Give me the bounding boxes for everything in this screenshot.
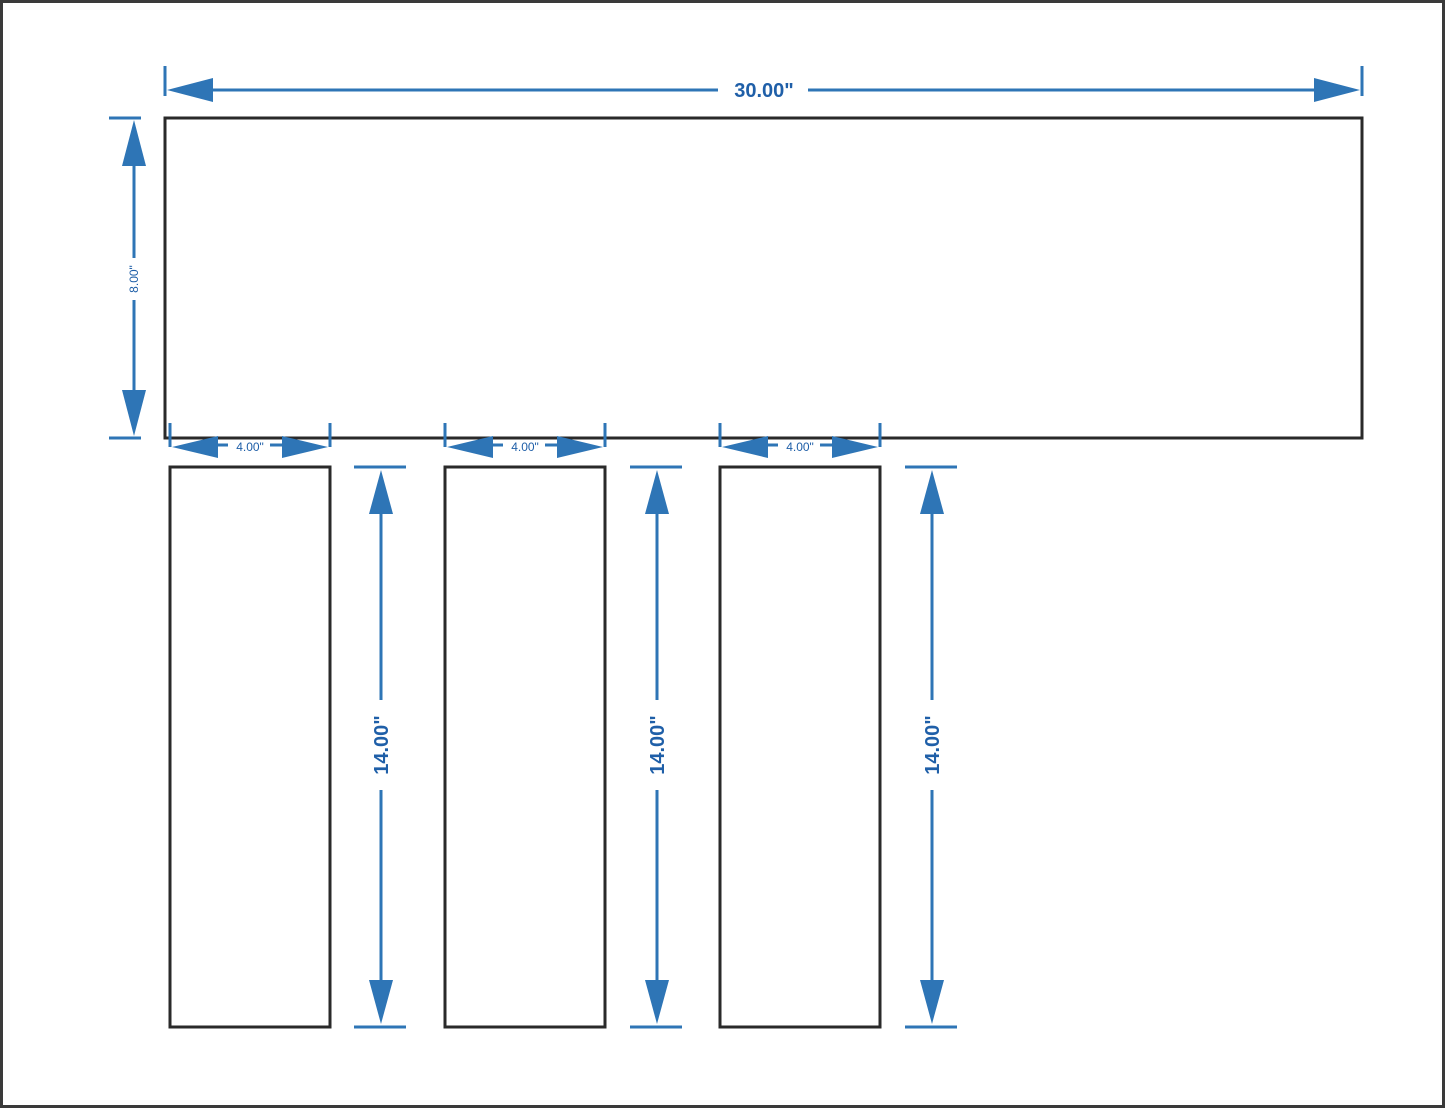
bottom-panel-3-width-label: 4.00" (786, 440, 814, 454)
bottom-panel-1-width-label: 4.00" (236, 440, 264, 454)
bottom-panel-3-height-dimension: 14.00" (905, 465, 957, 1029)
arrow-up-icon (122, 120, 146, 166)
top-panel (163, 116, 1364, 440)
bottom-panel-2 (443, 465, 607, 1029)
top-width-label: 30.00" (734, 80, 794, 102)
bottom-panel-2-width-dimension: 4.00" (443, 423, 607, 458)
arrow-right-icon (832, 436, 878, 458)
arrow-left-icon (722, 436, 768, 458)
bottom-panel-1 (168, 465, 332, 1029)
arrow-up-icon (645, 470, 669, 514)
arrow-right-icon (1314, 78, 1360, 102)
arrow-left-icon (167, 78, 213, 102)
bottom-panel-2-height-label: 14.00" (647, 715, 669, 775)
bottom-panel-3-height-label: 14.00" (922, 715, 944, 775)
bottom-panel-2-height-dimension: 14.00" (630, 465, 682, 1029)
top-height-dimension: 8.00" (109, 116, 146, 440)
arrow-down-icon (645, 980, 669, 1024)
arrow-down-icon (122, 390, 146, 436)
top-height-label: 8.00" (127, 265, 141, 293)
bottom-panel-3 (718, 465, 882, 1029)
arrow-down-icon (920, 980, 944, 1024)
arrow-left-icon (447, 436, 493, 458)
top-width-dimension: 30.00" (163, 66, 1364, 102)
bottom-panel-3-width-dimension: 4.00" (718, 423, 882, 458)
bottom-panel-1-width-dimension: 4.00" (168, 423, 332, 458)
arrow-up-icon (369, 470, 393, 514)
bottom-panel-1-height-label: 14.00" (371, 715, 393, 775)
arrow-up-icon (920, 470, 944, 514)
arrow-right-icon (557, 436, 603, 458)
bottom-panel-1-height-dimension: 14.00" (354, 465, 406, 1029)
arrow-right-icon (282, 436, 328, 458)
bottom-panel-2-width-label: 4.00" (511, 440, 539, 454)
arrow-left-icon (172, 436, 218, 458)
arrow-down-icon (369, 980, 393, 1024)
